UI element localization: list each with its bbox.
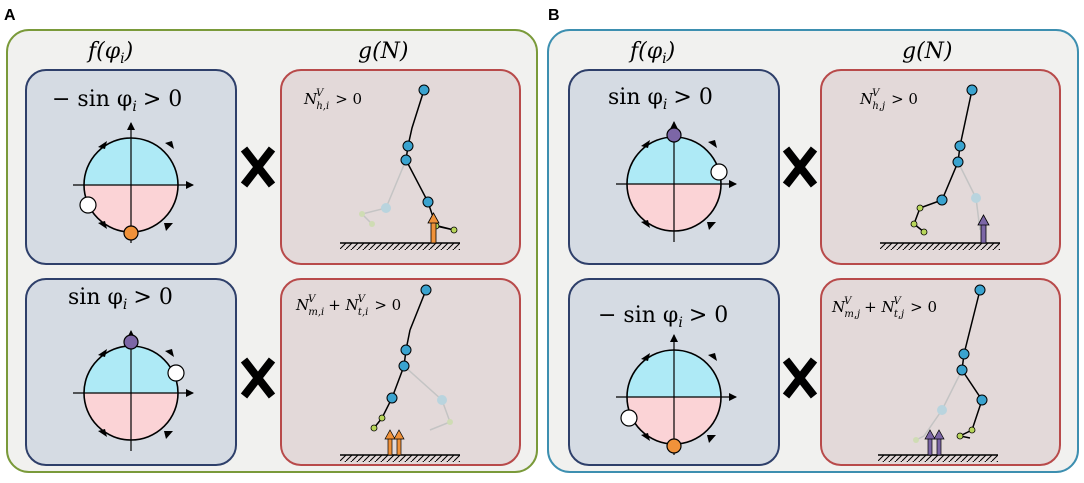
phase-label: sin φi> 0 <box>608 85 713 113</box>
panel-a-col-f: f(φi) <box>86 39 133 67</box>
panel-a-letter: A <box>4 7 16 24</box>
phase-box-b1: sin φi> 0 <box>568 69 780 265</box>
panel-b-col-f: f(φi) <box>628 39 675 67</box>
panel-a: A f(φi) g(N) − sin φi> 0 X NVh,i> 0 <box>4 7 538 473</box>
phase-marker-orange <box>123 225 139 241</box>
force-arrow-purple <box>977 214 990 244</box>
phase-marker-orange <box>666 438 682 454</box>
panel-b-col-g: g(N) <box>902 39 953 64</box>
force-arrows-orange-double <box>384 429 405 456</box>
panel-b: B f(φi) g(N) sin φi> 0 X NVh,j> 0 <box>547 7 1079 473</box>
phase-marker-purple <box>123 334 139 350</box>
phase-marker-white <box>620 409 638 427</box>
phase-marker-white <box>167 364 185 382</box>
phase-label: sin φi> 0 <box>68 285 173 313</box>
force-arrows-purple-double <box>924 429 945 456</box>
phase-label: − sin φi> 0 <box>52 87 182 115</box>
phase-marker-white <box>79 196 97 214</box>
panel-a-col-g: g(N) <box>358 39 409 64</box>
phase-box-b2: − sin φi> 0 <box>568 278 780 466</box>
phase-label: − sin φi> 0 <box>598 303 728 331</box>
force-arrow-orange <box>427 212 440 244</box>
panel-b-letter: B <box>548 7 560 24</box>
phase-box-a2: sin φi> 0 <box>25 278 237 466</box>
phase-marker-purple <box>666 127 682 143</box>
phase-marker-white <box>710 163 728 181</box>
phase-box-a1: − sin φi> 0 <box>25 69 237 265</box>
